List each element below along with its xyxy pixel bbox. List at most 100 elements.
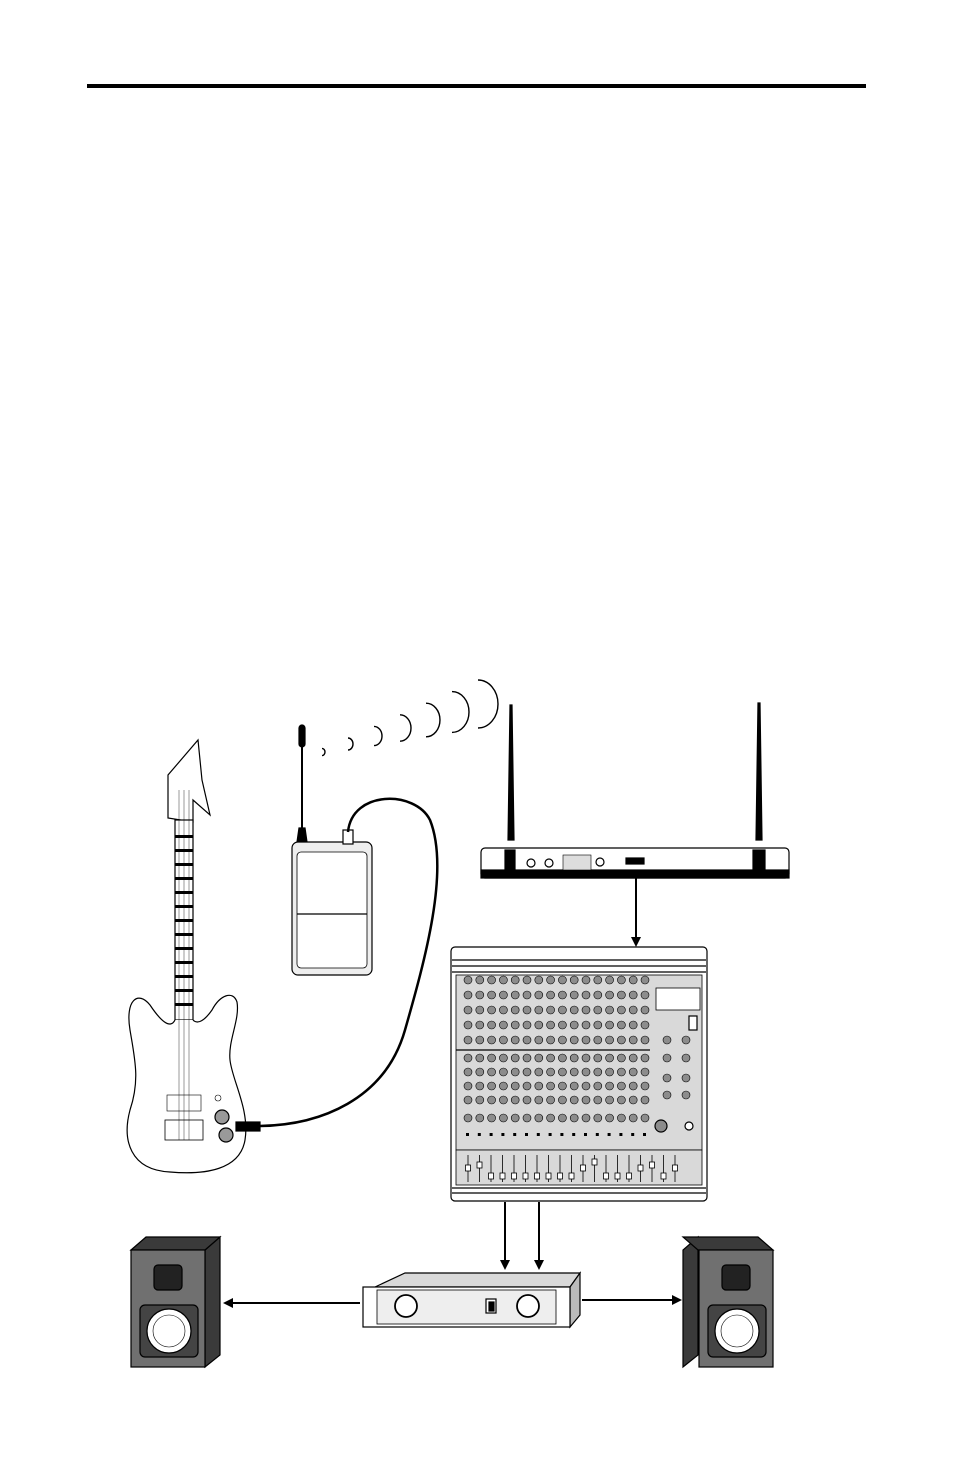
channel-knob [641, 1082, 649, 1090]
channel-knob [606, 991, 614, 999]
channel-knob [511, 976, 519, 984]
channel-knob [499, 976, 507, 984]
channel-knob [617, 1082, 625, 1090]
radio-waves-icon [322, 680, 498, 756]
channel-knob [499, 1021, 507, 1029]
channel-knob [606, 1114, 614, 1122]
channel-knob [523, 1054, 531, 1062]
channel-knob [476, 1082, 484, 1090]
electric-guitar-icon [127, 740, 260, 1173]
channel-knob [511, 1054, 519, 1062]
channel-knob [617, 1114, 625, 1122]
channel-knob [606, 976, 614, 984]
channel-knob [547, 1096, 555, 1104]
channel-knob [558, 1096, 566, 1104]
channel-knob [535, 991, 543, 999]
channel-knob [499, 1006, 507, 1014]
channel-button [478, 1133, 481, 1136]
channel-knob [488, 991, 496, 999]
fader-cap [627, 1173, 632, 1179]
radio-wave-arc [322, 748, 325, 755]
channel-knob [464, 976, 472, 984]
channel-knob [629, 1068, 637, 1076]
channel-button [560, 1133, 563, 1136]
channel-knob [594, 1054, 602, 1062]
channel-knob [523, 1082, 531, 1090]
channel-knob [594, 1006, 602, 1014]
channel-button [537, 1133, 540, 1136]
fader-cap [489, 1173, 494, 1179]
channel-knob [641, 991, 649, 999]
fader-cap [558, 1173, 563, 1179]
channel-knob [535, 1114, 543, 1122]
channel-knob [641, 1096, 649, 1104]
fader-cap [615, 1173, 620, 1179]
fader-cap [500, 1173, 505, 1179]
channel-knob [476, 1054, 484, 1062]
channel-knob [488, 1036, 496, 1044]
channel-knob [606, 1021, 614, 1029]
channel-knob [606, 1082, 614, 1090]
channel-knob [582, 1068, 590, 1076]
channel-knob [476, 1114, 484, 1122]
channel-knob [547, 1021, 555, 1029]
channel-knob [535, 1021, 543, 1029]
channel-knob [523, 1068, 531, 1076]
fader-cap [512, 1173, 517, 1179]
master-knob [682, 1091, 690, 1099]
channel-knob [617, 1096, 625, 1104]
fader-cap [546, 1173, 551, 1179]
channel-knob [617, 1036, 625, 1044]
channel-knob [547, 1054, 555, 1062]
channel-knob [558, 1082, 566, 1090]
channel-knob [488, 1054, 496, 1062]
channel-knob [476, 1021, 484, 1029]
channel-knob [499, 1054, 507, 1062]
channel-knob [558, 1006, 566, 1014]
channel-knob [629, 1096, 637, 1104]
channel-knob [582, 976, 590, 984]
channel-button [608, 1133, 611, 1136]
channel-knob [558, 1068, 566, 1076]
top-rule [87, 84, 866, 88]
channel-knob [570, 1068, 578, 1076]
channel-button [596, 1133, 599, 1136]
channel-knob [582, 1082, 590, 1090]
right-loudspeaker-icon [683, 1237, 773, 1367]
channel-knob [617, 991, 625, 999]
channel-knob [558, 1036, 566, 1044]
channel-knob [547, 1082, 555, 1090]
channel-knob [464, 1114, 472, 1122]
radio-wave-arc [374, 726, 382, 745]
channel-knob [594, 976, 602, 984]
channel-knob [570, 1114, 578, 1122]
channel-knob [547, 976, 555, 984]
channel-knob [464, 1021, 472, 1029]
channel-knob [547, 991, 555, 999]
channel-knob [476, 1068, 484, 1076]
channel-knob [629, 1036, 637, 1044]
channel-knob [511, 1036, 519, 1044]
channel-knob [535, 1082, 543, 1090]
channel-knob [488, 1082, 496, 1090]
channel-knob [464, 1096, 472, 1104]
bodypack-transmitter-icon [292, 725, 372, 975]
fader-cap [592, 1159, 597, 1165]
channel-knob [511, 1114, 519, 1122]
channel-knob [641, 1036, 649, 1044]
channel-knob [558, 1021, 566, 1029]
channel-knob [523, 1021, 531, 1029]
fader-cap [535, 1173, 540, 1179]
channel-knob [570, 1082, 578, 1090]
wireless-receiver-icon [481, 703, 789, 878]
channel-knob [558, 1114, 566, 1122]
channel-knob [606, 1054, 614, 1062]
channel-knob [511, 1006, 519, 1014]
channel-knob [488, 1068, 496, 1076]
channel-knob [594, 1096, 602, 1104]
channel-knob [582, 991, 590, 999]
channel-knob [488, 976, 496, 984]
channel-knob [582, 1096, 590, 1104]
channel-knob [629, 991, 637, 999]
